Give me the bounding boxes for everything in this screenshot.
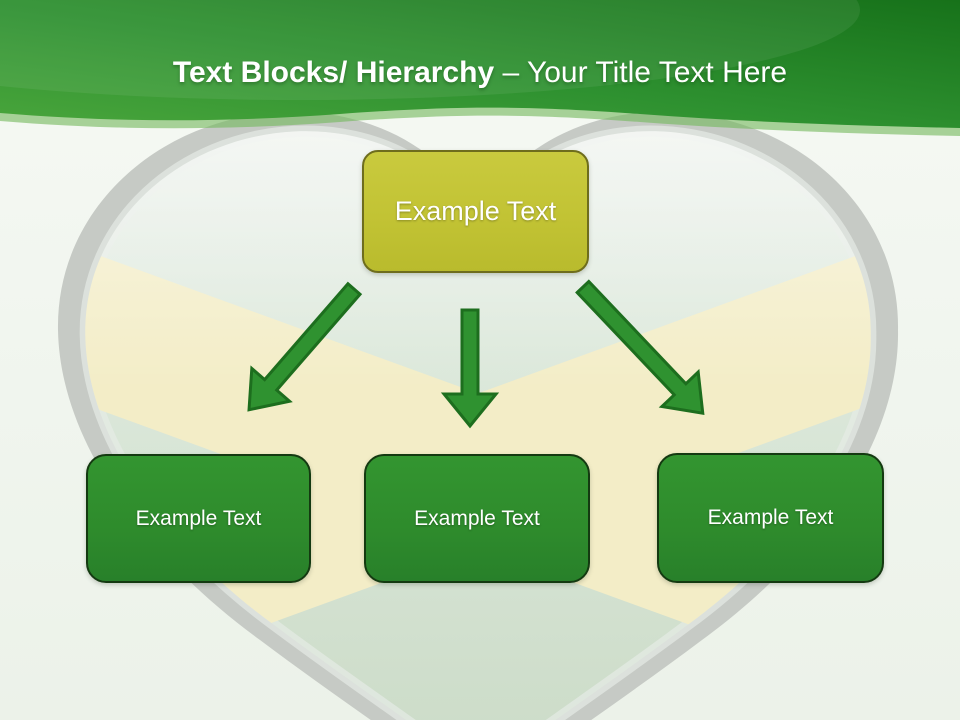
root-node-label: Example Text [394,196,557,226]
banner-gloss [0,0,860,100]
child-node-1-label: Example Text [135,506,262,530]
heart-gloss [85,131,871,720]
title-regular-text: – Your Title Text Here [494,56,788,89]
child-node-2-label: Example Text [414,506,540,530]
banner-wave [0,0,960,128]
child-node-2: Example Text [364,454,590,583]
header-banner [0,0,960,136]
arrow-down-left-icon [247,281,363,412]
child-node-3: Example Text [657,453,884,583]
arrow-down-icon [440,308,500,429]
slide-title: Text Blocks/ Hierarchy – Your Title Text… [0,56,960,90]
title-bold-text: Text Blocks/ Hierarchy [172,56,495,89]
child-node-1: Example Text [86,454,311,583]
arrow-down-right-icon [575,279,705,416]
child-node-3-label: Example Text [707,506,834,529]
root-node: Example Text [362,150,589,273]
